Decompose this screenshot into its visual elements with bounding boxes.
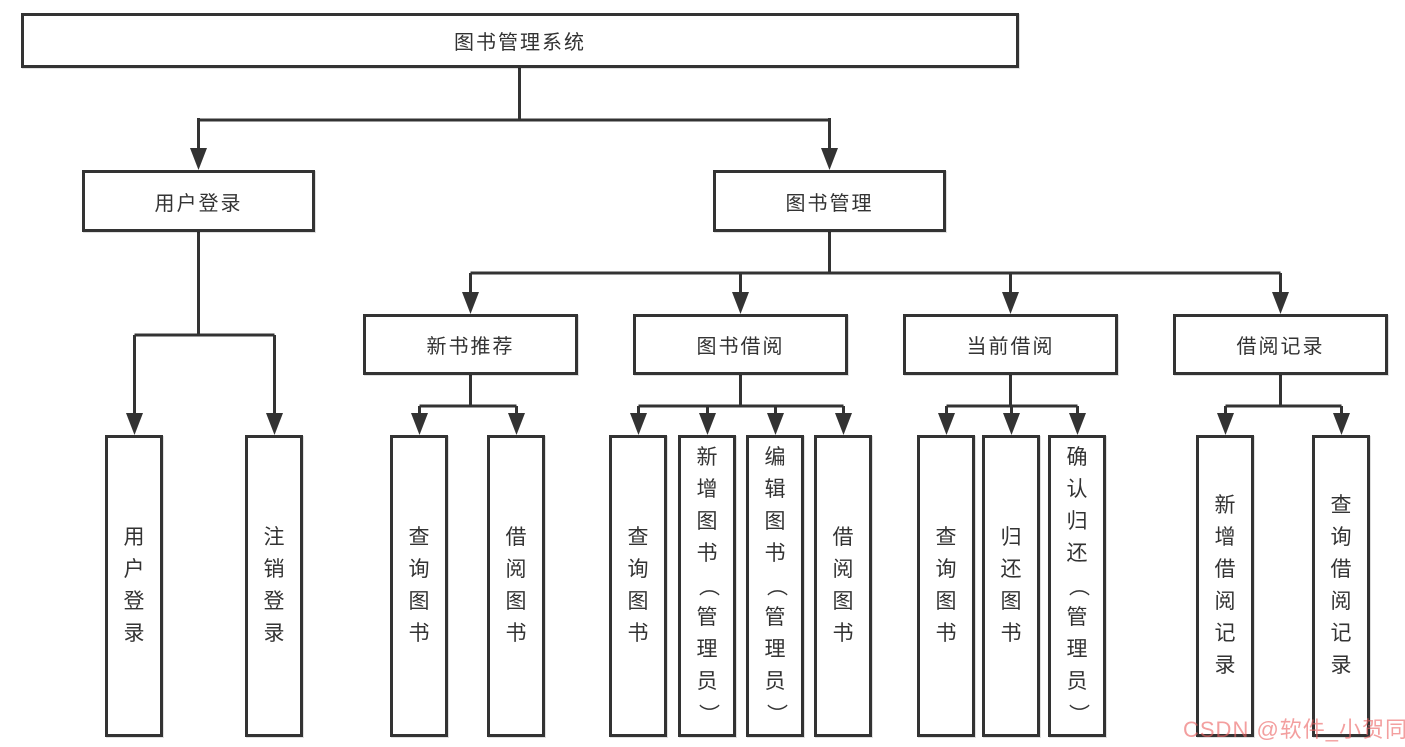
arrowhead	[1333, 413, 1350, 435]
leaf-query-books-1: 查询图书	[390, 435, 448, 737]
node-book-borrow: 图书借阅	[633, 314, 848, 375]
arrowhead	[411, 413, 428, 435]
leaf-add-books-admin: 新增图书（管理员）	[678, 435, 736, 737]
arrowhead	[1217, 413, 1234, 435]
arrowheads	[126, 148, 1350, 435]
arrowhead	[1069, 413, 1086, 435]
csdn-watermark: CSDN @软件_小贺同学	[1183, 717, 1405, 742]
arrowhead	[630, 413, 647, 435]
leaf-borrow-books-1: 借阅图书	[487, 435, 545, 737]
leaf-user-login-label: 用户登录	[123, 526, 145, 645]
leaf-return-books: 归还图书	[982, 435, 1040, 737]
node-borrow-records: 借阅记录	[1173, 314, 1388, 375]
arrowhead	[938, 413, 955, 435]
leaf-edit-books-admin: 编辑图书（管理员）	[746, 435, 804, 737]
leaf-user-login: 用户登录	[105, 435, 163, 737]
leaf-query-books-1-label: 查询图书	[408, 526, 430, 645]
node-user-login-label: 用户登录	[154, 192, 243, 215]
node-book-management-label: 图书管理	[785, 192, 874, 215]
leaf-borrow-books-2-label: 借阅图书	[832, 526, 854, 645]
arrowhead	[821, 148, 838, 170]
node-book-borrow-label: 图书借阅	[696, 336, 785, 358]
connector-userlogin-to-leaves	[133, 232, 276, 415]
leaf-return-books-label: 归还图书	[1000, 526, 1022, 645]
leaf-confirm-return-admin: 确认归还（管理员）	[1048, 435, 1106, 737]
arrowhead	[732, 292, 749, 314]
arrowhead	[1272, 292, 1289, 314]
connector-currentborrow-to-leaves	[945, 375, 1079, 415]
leaf-query-books-2: 查询图书	[609, 435, 667, 737]
leaf-logout-label: 注销登录	[263, 526, 285, 645]
arrowhead	[266, 413, 283, 435]
arrowhead	[699, 413, 716, 435]
leaf-add-borrow-record: 新增借阅记录	[1196, 435, 1254, 737]
arrowhead	[767, 413, 784, 435]
node-new-book-recommend-label: 新书推荐	[426, 336, 515, 358]
arrowhead	[508, 413, 525, 435]
connector-root-to-branches	[197, 67, 831, 150]
node-borrow-records-label: 借阅记录	[1236, 336, 1325, 358]
leaf-confirm-return-admin-label: 确认归还（管理员）	[1066, 446, 1089, 725]
arrowhead	[462, 292, 479, 314]
leaf-query-books-3-label: 查询图书	[935, 526, 957, 645]
node-book-management: 图书管理	[713, 170, 946, 232]
leaf-logout: 注销登录	[245, 435, 303, 737]
connector-records-to-leaves	[1224, 375, 1343, 415]
node-new-book-recommend: 新书推荐	[363, 314, 578, 375]
leaf-borrow-books-2: 借阅图书	[814, 435, 872, 737]
node-current-borrow-label: 当前借阅	[966, 336, 1055, 358]
leaf-add-borrow-record-label: 新增借阅记录	[1214, 494, 1236, 677]
node-user-login: 用户登录	[82, 170, 315, 232]
arrowhead	[190, 148, 207, 170]
connector-newbooks-to-leaves	[418, 375, 518, 415]
node-root-label: 图书管理系统	[454, 32, 586, 54]
arrowhead	[1003, 413, 1020, 435]
leaf-query-books-3: 查询图书	[917, 435, 975, 737]
node-root: 图书管理系统	[21, 13, 1019, 68]
leaf-add-books-admin-label: 新增图书（管理员）	[696, 446, 719, 725]
connector-bookborrow-to-leaves	[637, 375, 845, 415]
node-current-borrow: 当前借阅	[903, 314, 1118, 375]
leaf-query-books-2-label: 查询图书	[627, 526, 649, 645]
arrowhead	[835, 413, 852, 435]
connector-bookmgmt-to-mids	[469, 232, 1282, 294]
leaf-edit-books-admin-label: 编辑图书（管理员）	[764, 446, 787, 725]
arrowhead	[1002, 292, 1019, 314]
leaf-borrow-books-1-label: 借阅图书	[505, 526, 527, 645]
arrowhead	[126, 413, 143, 435]
leaf-query-borrow-record-label: 查询借阅记录	[1330, 494, 1352, 677]
leaf-query-borrow-record: 查询借阅记录	[1312, 435, 1370, 737]
